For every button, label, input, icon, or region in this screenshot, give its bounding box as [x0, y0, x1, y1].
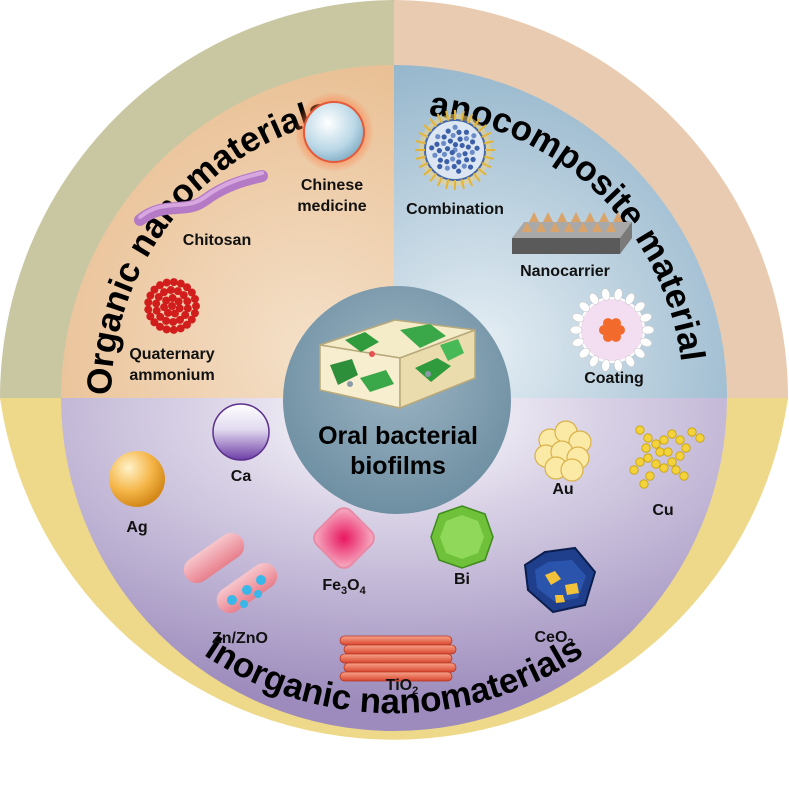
chinese-medicine-icon — [294, 92, 374, 172]
quaternary-ammonium-icon — [144, 278, 200, 334]
quaternary-label-1: Quaternary — [129, 346, 214, 363]
center-label-2: biofilms — [350, 452, 446, 480]
bi-label: Bi — [454, 571, 470, 588]
ag-label: Ag — [126, 519, 147, 536]
chitosan-icon — [134, 170, 268, 226]
cu-icon — [629, 425, 705, 489]
ceo2-icon — [523, 546, 597, 614]
cu-label: Cu — [652, 502, 673, 519]
tio2-icon — [339, 635, 457, 682]
chitosan-label: Chitosan — [183, 232, 251, 249]
fe3o4-label: Fe3O4 — [322, 577, 366, 597]
biofilm-box-icon — [319, 319, 476, 410]
coating-icon — [569, 288, 655, 372]
ca-icon — [212, 403, 270, 461]
ceo2-label: CeO2 — [534, 629, 573, 649]
combination-icon — [415, 110, 495, 190]
chinese-medicine-label-1: Chinese — [301, 177, 363, 194]
combination-label: Combination — [406, 201, 504, 218]
ca-label: Ca — [231, 468, 252, 485]
center-label-1: Oral bacterial — [318, 422, 478, 450]
chinese-medicine-label-2: medicine — [297, 198, 366, 215]
zn-zno-label: Zn/ZnO — [212, 630, 268, 647]
coating-label: Coating — [584, 370, 644, 387]
bi-icon — [430, 505, 494, 569]
nanocarrier-icon — [512, 212, 632, 254]
fe3o4-icon — [313, 507, 375, 569]
nanocarrier-label: Nanocarrier — [520, 263, 610, 280]
zn-zno-icon — [183, 532, 278, 614]
ag-icon — [109, 451, 165, 507]
tio2-label: TiO2 — [386, 677, 419, 697]
quaternary-label-2: ammonium — [129, 367, 214, 384]
center-hub: Oral bacterial biofilms — [283, 286, 511, 514]
au-label: Au — [552, 481, 573, 498]
au-icon — [534, 420, 592, 482]
